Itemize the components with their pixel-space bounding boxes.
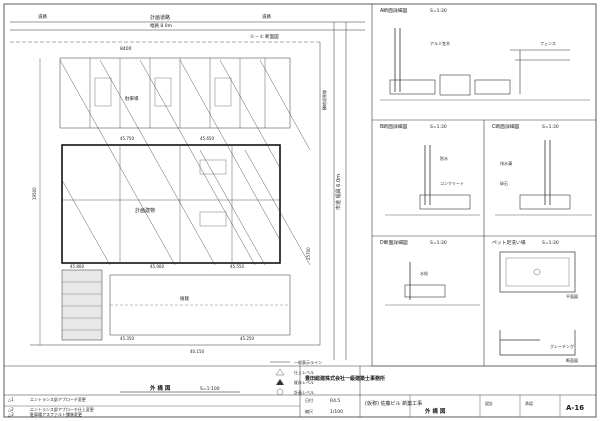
drawn-label: 設計 bbox=[485, 400, 493, 406]
revision-no: △2 bbox=[8, 407, 14, 412]
east-road-label: 市道 幅員 6.0m bbox=[335, 174, 342, 210]
date-label: 日付 bbox=[305, 397, 313, 403]
callout: 水栓 bbox=[420, 270, 428, 276]
detail-a-scale: S=1:30 bbox=[430, 8, 447, 14]
revision-no: △1 bbox=[8, 397, 14, 402]
boundary-label: 隣地境界線 bbox=[321, 90, 327, 110]
revision-text: エントランス部アプローチ仕上変更 bbox=[30, 406, 94, 412]
section-view-label: 断面図 bbox=[566, 357, 578, 363]
title-block: △1 エントランス部アプローチ変更 △2 エントランス部アプローチ仕上変更 △3… bbox=[4, 365, 596, 417]
elevation-mark: 45.650 bbox=[200, 136, 214, 141]
elevation-mark: 45.250 bbox=[240, 336, 254, 341]
parking-stalls: 駐車場 bbox=[59, 57, 291, 129]
detail-e-scale: S=1:30 bbox=[542, 240, 559, 246]
detail-c-title: C断面詳細図 bbox=[492, 123, 520, 130]
callout: 防水 bbox=[440, 155, 448, 161]
plan-scale: S=1:100 bbox=[200, 386, 220, 392]
detail-d-scale: S=1:30 bbox=[430, 240, 447, 246]
top-dimension: 8400 bbox=[120, 46, 132, 52]
plan-view-label: 平面図 bbox=[566, 294, 578, 299]
checked-label: 承認 bbox=[525, 400, 533, 406]
sheet-number: A-16 bbox=[566, 404, 584, 412]
north-road-label: 計画道路 bbox=[150, 14, 170, 21]
elevation-mark: 45.350 bbox=[120, 336, 134, 341]
callout: グレーチング bbox=[550, 343, 574, 349]
legend-item: 一般表示ライン bbox=[294, 359, 322, 365]
road-label-left: 道路 bbox=[38, 13, 47, 20]
legend-item: 既存レベル bbox=[294, 379, 314, 385]
detail-e: ペット足洗い場 S=1:30 平面図 グレーチング 断面図 bbox=[492, 239, 578, 363]
north-road-width: 幅員 8.0m bbox=[150, 22, 172, 29]
elevation-mark: 45.800 bbox=[70, 264, 84, 269]
left-dimension: 19500 bbox=[32, 187, 37, 200]
revision-list: △1 エントランス部アプローチ変更 △2 エントランス部アプローチ仕上変更 △3… bbox=[8, 396, 94, 417]
revision-no: △3 bbox=[8, 412, 14, 417]
legend-item: 計画レベル bbox=[294, 389, 314, 395]
planting-label: 植栽 bbox=[180, 295, 189, 302]
detail-b-title: B断面詳細図 bbox=[380, 123, 407, 130]
elevation-mark: 45.900 bbox=[150, 264, 164, 269]
parking-label: 駐車場 bbox=[125, 95, 139, 102]
road-label-right: 道路 bbox=[262, 13, 271, 20]
detail-panels: A断面詳細図 S=1:30 アルミ笠木 フェンス B断面詳細図 S=1:30 防… bbox=[372, 7, 596, 367]
detail-d-title: D断面詳細図 bbox=[380, 239, 408, 246]
elevation-mark: 45.550 bbox=[230, 264, 244, 269]
building-label: 計画建物 bbox=[135, 207, 155, 214]
legend-item: 仕上レベル bbox=[294, 369, 314, 375]
detail-e-title: ペット足洗い場 bbox=[492, 239, 526, 246]
project-name: (仮称) 佐藤ビル 新築工事 bbox=[365, 400, 422, 407]
scale-label: 縮尺 bbox=[305, 408, 313, 414]
detail-a-title: A断面詳細図 bbox=[380, 7, 407, 14]
detail-c: C断面詳細図 S=1:30 排水溝 砕石 bbox=[492, 123, 592, 216]
detail-b: B断面詳細図 S=1:30 防水 コンクリート bbox=[380, 123, 480, 216]
right-dimension: 25700 bbox=[306, 247, 311, 260]
callout: 砕石 bbox=[500, 180, 508, 186]
detail-c-scale: S=1:30 bbox=[542, 124, 559, 130]
firm-name: 豊田総建株式会社一級建築士事務所 bbox=[305, 375, 385, 382]
detail-a: A断面詳細図 S=1:30 アルミ笠木 フェンス bbox=[380, 7, 590, 101]
callout: フェンス bbox=[540, 41, 556, 46]
plan-title: 外 構 図 bbox=[150, 384, 171, 392]
legend: 一般表示ライン 仕上レベル 既存レベル 計画レベル bbox=[270, 359, 322, 396]
bottom-dimension: 40.150 bbox=[190, 349, 204, 354]
revision-text: 駐車場アスファルト舗装変更 bbox=[30, 411, 82, 417]
drawing-name: 外 構 図 bbox=[425, 407, 446, 415]
lower-site: 植栽 40.150 bbox=[30, 269, 320, 354]
callout: コンクリート bbox=[440, 180, 464, 186]
elevation-mark: 45.750 bbox=[120, 136, 134, 141]
callout: 排水溝 bbox=[500, 160, 512, 166]
detail-d: D断面詳細図 S=1:30 水栓 bbox=[380, 239, 480, 306]
callout: アルミ笠木 bbox=[430, 40, 450, 46]
section-label: ① ─ ① 断面図 bbox=[250, 33, 279, 40]
date-value: R4.5 bbox=[330, 398, 340, 404]
hatch-lines bbox=[59, 59, 311, 266]
scale-value: 1/100 bbox=[330, 409, 343, 415]
detail-b-scale: S=1:30 bbox=[430, 124, 447, 130]
building-outline: 計画建物 bbox=[61, 144, 281, 264]
site-plan: 計画道路 幅員 8.0m ① ─ ① 断面図 道路 道路 8400 市道 幅員 … bbox=[10, 13, 365, 396]
revision-text: エントランス部アプローチ変更 bbox=[30, 396, 86, 402]
